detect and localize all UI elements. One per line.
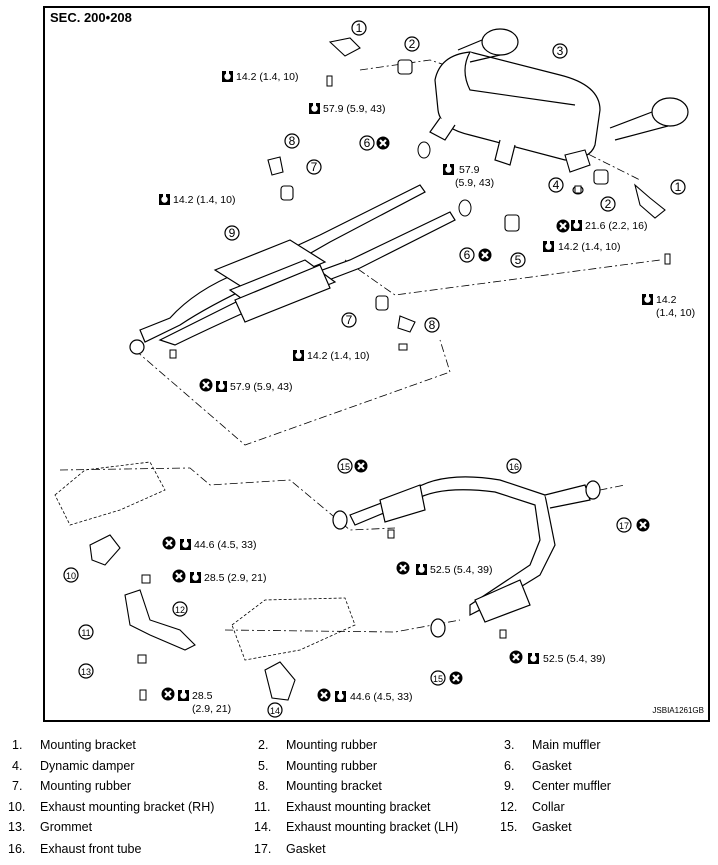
callout-9: 9 (229, 226, 236, 240)
callout-7b: 7 (346, 313, 353, 327)
exhaust-diagram: 1 2 3 4 5 6 6 7 7 8 8 9 10 11 12 13 14 1… (54, 20, 695, 718)
brackets (89, 37, 666, 701)
torque-icon (178, 690, 189, 701)
callout-6: 6 (364, 136, 371, 150)
torque-label: 28.5 (2.9, 21) (204, 572, 266, 584)
noreuse-icon (316, 687, 332, 703)
callout-3: 3 (557, 44, 564, 58)
callout-15b: 15 (433, 674, 443, 684)
noreuse-icon (353, 458, 369, 474)
callout-13: 13 (81, 667, 91, 677)
torque-label: 44.6 (4.5, 33) (194, 539, 256, 551)
torque-icon (335, 691, 346, 702)
torque-label: 21.6 (2.2, 16) (585, 220, 647, 232)
torque-icon (416, 564, 427, 575)
callout-8: 8 (289, 134, 296, 148)
callout-17: 17 (619, 521, 629, 531)
torque-label: (1.4, 10) (656, 307, 695, 319)
torque-icon (216, 381, 227, 392)
center-muffler (129, 184, 456, 355)
noreuse-icon (171, 568, 187, 584)
torque-label: 52.5 (5.4, 39) (430, 564, 492, 576)
torque-icon (642, 294, 653, 305)
diagram-frame (43, 6, 710, 722)
torque-label: (2.9, 21) (192, 703, 231, 715)
callout-8b: 8 (429, 318, 436, 332)
torque-label: 14.2 (1.4, 10) (307, 350, 369, 362)
diagram-id: JSBIA1261GB (652, 706, 704, 715)
callout-1b: 1 (675, 180, 682, 194)
noreuse-icon (477, 247, 493, 263)
noreuse-icon (160, 686, 176, 702)
parts-legend: 1.Mounting bracket 2.Mounting rubber 3.M… (8, 738, 611, 856)
noreuse-icon (198, 377, 214, 393)
callout-15: 15 (340, 462, 350, 472)
torque-icon (528, 653, 539, 664)
torque-label: (5.9, 43) (455, 177, 494, 189)
noreuse-icon (375, 135, 391, 151)
torque-icon (222, 71, 233, 82)
callout-circles (63, 20, 686, 718)
torque-label: 14.2 (1.4, 10) (558, 241, 620, 253)
torque-icon (180, 539, 191, 550)
torque-icon (159, 194, 170, 205)
torque-icon (309, 103, 320, 114)
callout-12: 12 (175, 605, 185, 615)
callout-4: 4 (553, 178, 560, 192)
noreuse-icon (508, 649, 524, 665)
torque-label: 14.2 (1.4, 10) (173, 194, 235, 206)
noreuse-icon (635, 517, 651, 533)
torque-labels: 14.2 (1.4, 10) 57.9 (5.9, 43) 57.9 (5.9,… (173, 71, 695, 715)
callout-5: 5 (515, 253, 522, 267)
gaskets (417, 141, 472, 217)
torque-label: 14.2 (656, 294, 677, 306)
bolts (137, 75, 671, 701)
noreuse-icon (395, 560, 411, 576)
callout-11: 11 (81, 628, 90, 638)
torque-label: 57.9 (5.9, 43) (323, 103, 385, 115)
torque-icon (543, 241, 554, 252)
callout-1: 1 (356, 21, 363, 35)
callout-2b: 2 (605, 197, 612, 211)
callout-2: 2 (409, 37, 416, 51)
torque-icon (293, 350, 304, 361)
callout-7: 7 (311, 160, 318, 174)
callout-14: 14 (270, 706, 280, 716)
torque-icon (571, 220, 582, 231)
mounting-rubbers (280, 59, 609, 311)
catalyst-outline (54, 461, 356, 661)
torque-label: 28.5 (192, 690, 213, 702)
callout-6b: 6 (464, 248, 471, 262)
main-muffler (429, 28, 689, 166)
callout-10: 10 (66, 571, 76, 581)
noreuse-icon (555, 218, 571, 234)
noreuse-icon (161, 535, 177, 551)
torque-icon (443, 164, 454, 175)
torque-label: 57.9 (459, 164, 480, 176)
noreuse-icon (448, 670, 464, 686)
torque-label: 57.9 (5.9, 43) (230, 381, 292, 393)
exhaust-front-tube (332, 476, 601, 638)
callout-numbers: 1 2 3 4 5 6 6 7 7 8 8 9 10 11 12 13 14 1… (66, 21, 682, 716)
torque-icon (190, 572, 201, 583)
section-label: SEC. 200•208 (50, 10, 132, 25)
torque-label: 52.5 (5.4, 39) (543, 653, 605, 665)
callout-16: 16 (509, 462, 519, 472)
torque-label: 44.6 (4.5, 33) (350, 691, 412, 703)
torque-label: 14.2 (1.4, 10) (236, 71, 298, 83)
